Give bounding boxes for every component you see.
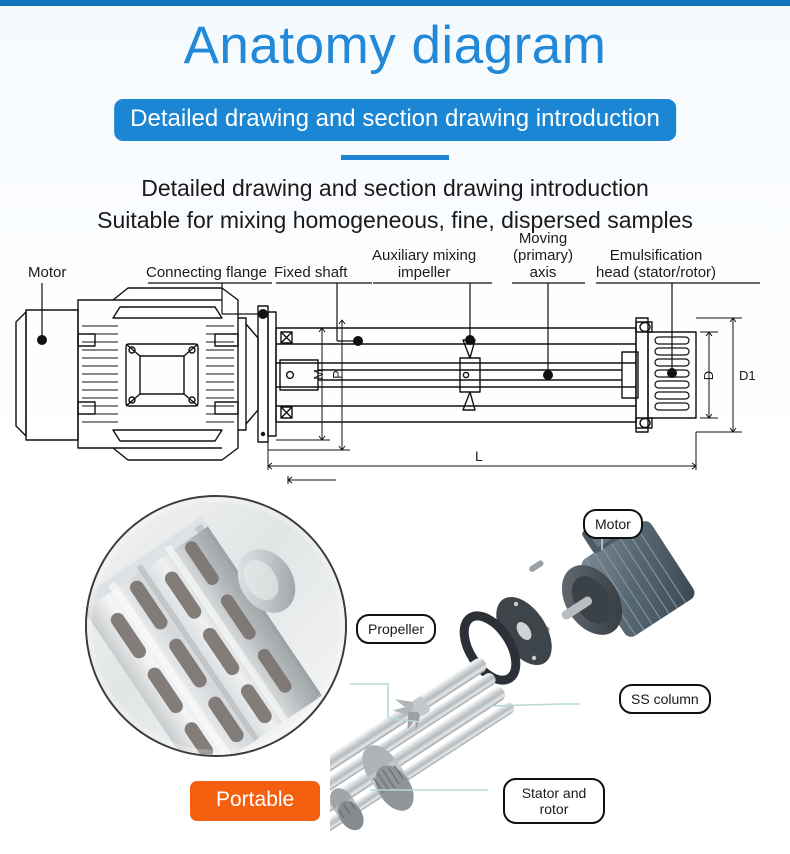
motor-bottom-rib [112, 429, 223, 442]
leader-lines [41, 283, 673, 375]
impeller-blade-lower [462, 391, 476, 411]
label-aux-line-2: impeller [397, 264, 451, 281]
exploded-ss-columns [330, 658, 515, 835]
label-underlines [148, 282, 760, 284]
flange-bolt-bottom [260, 431, 266, 437]
bearing-cross-bottom [280, 406, 293, 419]
shaft-end-coupling [621, 351, 639, 399]
leader-dots [37, 309, 677, 380]
motor-foot-tl [77, 333, 96, 347]
exploded-assembly-illustration [330, 509, 695, 835]
bearing-symbol-top [280, 331, 293, 344]
emul-ear-bore-bottom [639, 417, 651, 429]
label-moving-line-2: (primary) [513, 247, 573, 264]
terminal-box-inner [139, 355, 185, 395]
terminal-screw-tr [188, 346, 196, 354]
terminal-screw-br [188, 396, 196, 404]
terminal-box-corners [125, 343, 199, 407]
header-divider-rule [341, 155, 449, 160]
label-connecting-flange: Connecting flange [146, 264, 267, 281]
terminal-box-outer [125, 343, 199, 407]
label-aux-line-1: Auxiliary mixing [372, 247, 477, 264]
shaft-bearing-bore [285, 370, 295, 380]
dim-label-L: L [475, 448, 483, 464]
page-title: Anatomy diagram [183, 16, 607, 75]
label-emul-line-1: Emulsification [609, 247, 703, 264]
technical-drawing: Motor Connecting flange Fixed shaft Auxi… [0, 230, 790, 490]
label-emul-line-2: head (stator/rotor) [596, 264, 717, 281]
motor-fins-left [82, 325, 118, 423]
dim-label-P: P [329, 370, 345, 379]
callout-stator-line-1: Stator and [521, 785, 587, 801]
callout-ss-column: SS column [619, 684, 711, 714]
terminal-screw-bl [128, 396, 136, 404]
label-moving-line-1: Moving [518, 230, 568, 247]
dim-label-D: D [701, 370, 717, 381]
dim-P [268, 319, 350, 451]
emul-ear-bore-top [639, 321, 651, 333]
header-banner: Detailed drawing and section drawing int… [114, 99, 676, 141]
subtitle-line-1: Detailed drawing and section drawing int… [141, 175, 649, 201]
label-fixed-shaft: Fixed shaft [274, 264, 348, 281]
label-moving-line-3: axis [529, 264, 557, 281]
motor-top-rib [112, 306, 223, 319]
label-auxiliary-mixing-impeller: Auxiliary mixing impeller [372, 247, 476, 281]
dim-label-D1: D1 [739, 368, 756, 383]
motor-foot-tr [214, 333, 239, 347]
motor-foot-br [214, 401, 239, 415]
portable-badge: Portable [190, 781, 321, 821]
callout-stator-line-2: rotor [539, 801, 569, 817]
technical-drawing-svg [15, 283, 742, 484]
dim-aux-lower-left [287, 476, 336, 484]
motor-flange-bracket [238, 317, 247, 431]
bottom-composite: Motor Propeller SS column Stator and rot… [0, 488, 790, 854]
top-accent-bar [0, 0, 790, 6]
bearing-symbol-bottom [280, 406, 293, 419]
emulsification-head-photo-art [87, 497, 345, 755]
dim-D1 [696, 317, 742, 433]
motor-foot-bl [77, 401, 96, 415]
impeller-hub-bore [462, 371, 470, 379]
exploded-propeller [392, 696, 430, 732]
label-moving-primary-axis: Moving (primary) axis [513, 230, 573, 281]
shaft-bearing-block [279, 359, 319, 391]
label-emulsification-head: Emulsification head (stator/rotor) [596, 247, 716, 281]
bearing-cross-top [280, 331, 293, 344]
callout-motor: Motor [583, 509, 643, 539]
dim-M [276, 327, 330, 441]
emul-ear-top [635, 321, 653, 333]
callout-propeller: Propeller [356, 614, 437, 644]
subtitle-line-2: Suitable for mixing homogeneous, fine, d… [97, 207, 693, 233]
terminal-screw-tl [128, 346, 136, 354]
label-motor: Motor [28, 264, 67, 281]
callout-connectors [350, 530, 603, 791]
emul-ear-bottom [635, 417, 653, 429]
exploded-stator-rotor [330, 745, 414, 831]
emulsification-head-photo [85, 495, 347, 757]
callout-stator-and-rotor: Stator and rotor [503, 778, 605, 824]
dim-D [700, 331, 718, 419]
exploded-gasket-ring [459, 611, 521, 685]
dim-L [267, 432, 697, 470]
motor-housing [77, 287, 239, 461]
exploded-motor [529, 509, 695, 638]
dim-label-M: M [310, 369, 326, 380]
